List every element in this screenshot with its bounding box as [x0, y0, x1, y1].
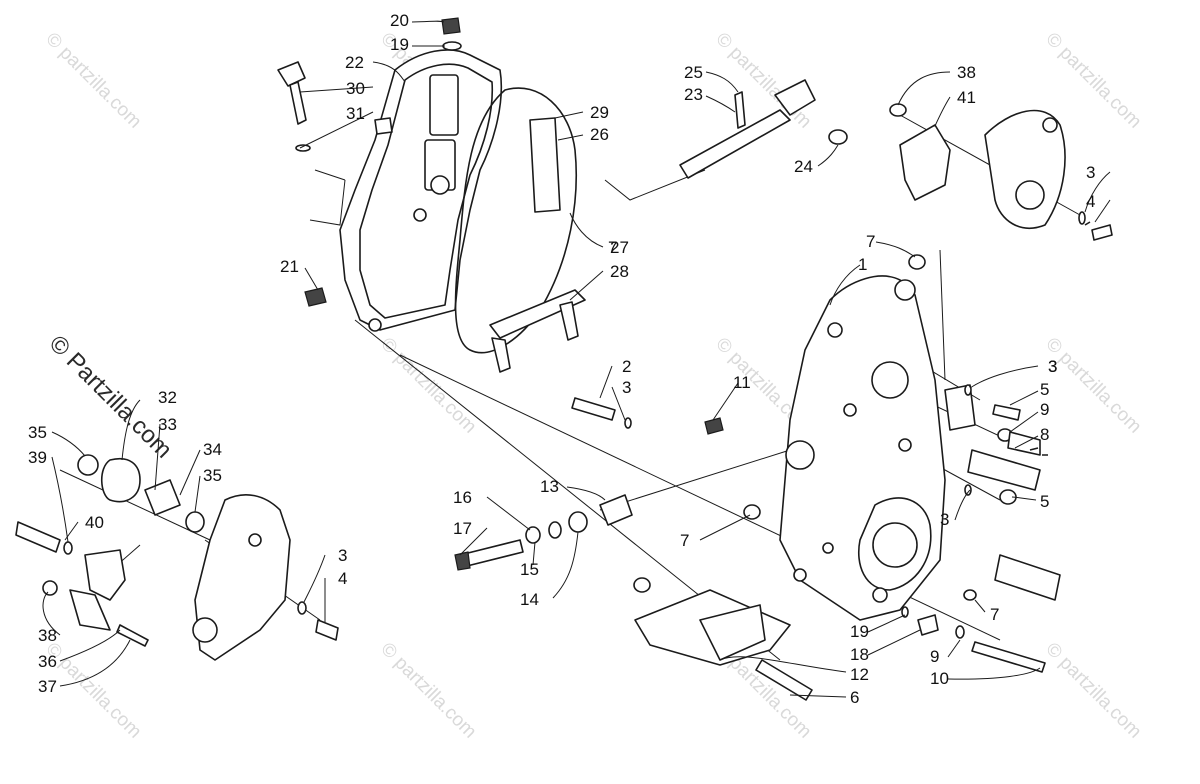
- callout-label: 16: [453, 488, 472, 507]
- callout-label: 39: [28, 448, 47, 467]
- watermark-text: © partzilla.com: [1041, 29, 1145, 133]
- callout-label: 4: [1086, 192, 1095, 211]
- callout-label: 29: [590, 103, 609, 122]
- callout-label: 7: [608, 238, 617, 257]
- callout-label: 3: [1048, 357, 1057, 376]
- callout-label: 35: [203, 466, 222, 485]
- callout-label: 12: [850, 665, 869, 684]
- watermark-text: © partzilla.com: [41, 639, 145, 743]
- drawing-layer: [15, 17, 1113, 701]
- upper-cover-part: [339, 49, 503, 332]
- callout-label: 24: [794, 157, 813, 176]
- watermark-text: © partzilla.com: [376, 639, 480, 743]
- callout-label: 40: [85, 513, 104, 532]
- callout-label: 38: [957, 63, 976, 82]
- left-tensioner-assembly: [15, 454, 205, 647]
- callout-label: 3: [1048, 357, 1057, 376]
- upper-right-bracket: [889, 103, 1113, 241]
- callout-label: 4: [338, 569, 347, 588]
- callout-label: 26: [590, 125, 609, 144]
- callout-label: 23: [684, 85, 703, 104]
- callout-label: 36: [38, 652, 57, 671]
- main-chaincase-part: [779, 275, 976, 621]
- callout-label: 31: [346, 104, 365, 123]
- callout-label: 3: [622, 378, 631, 397]
- callout-label: 3: [338, 546, 347, 565]
- callout-label: 15: [520, 560, 539, 579]
- callout-label: 1: [858, 255, 867, 274]
- callout-label: 9: [930, 647, 939, 666]
- callout-label: 11: [733, 373, 751, 392]
- shift-shaft-part: [679, 79, 848, 179]
- callout-label: 18: [850, 645, 869, 664]
- callout-label: 7: [866, 232, 875, 251]
- callout-label: 17: [453, 519, 472, 538]
- callout-label: 32: [158, 388, 177, 407]
- leader-lines: [42, 20, 1111, 698]
- watermark-text: © partzilla.com: [1041, 639, 1145, 743]
- lower-guard-part: [634, 589, 791, 666]
- callout-label: 2: [622, 357, 631, 376]
- callout-label: 6: [850, 688, 859, 707]
- callout-label: 19: [850, 622, 869, 641]
- watermark-text: © partzilla.com: [41, 29, 145, 133]
- watermark-text: © partzilla.com: [1041, 334, 1145, 438]
- callout-label: 7: [990, 605, 999, 624]
- callout-label: 14: [520, 590, 539, 609]
- callout-label: 7: [680, 531, 689, 550]
- dipstick-part: [277, 61, 311, 152]
- callout-label: 3: [1086, 163, 1095, 182]
- callout-label: 25: [684, 63, 703, 82]
- callout-label: 21: [280, 257, 299, 276]
- callout-label: 37: [38, 677, 57, 696]
- callout-label: 28: [610, 262, 629, 281]
- callout-label: 20: [390, 11, 409, 30]
- callout-label: 22: [345, 53, 364, 72]
- callout-label: 9: [1040, 400, 1049, 419]
- bracket-part-28: [489, 289, 586, 373]
- callout-label: 33: [158, 415, 177, 434]
- callout-label: 13: [540, 477, 559, 496]
- callout-label: 8: [1040, 425, 1049, 444]
- callout-layer: 1233333344556777789910111213141516171819…: [28, 11, 1095, 707]
- callout-label: 5: [1040, 380, 1049, 399]
- callout-label: 3: [940, 510, 949, 529]
- lower-left-cover: [192, 494, 339, 661]
- callout-label: 41: [957, 88, 976, 107]
- callout-label: 27: [610, 238, 629, 257]
- callout-label: 35: [28, 423, 47, 442]
- callout-label: 34: [203, 440, 222, 459]
- callout-label: 10: [930, 669, 949, 688]
- callout-label: 30: [346, 79, 365, 98]
- callout-label: 5: [1040, 492, 1049, 511]
- callout-label: 19: [390, 35, 409, 54]
- callout-label: 38: [38, 626, 57, 645]
